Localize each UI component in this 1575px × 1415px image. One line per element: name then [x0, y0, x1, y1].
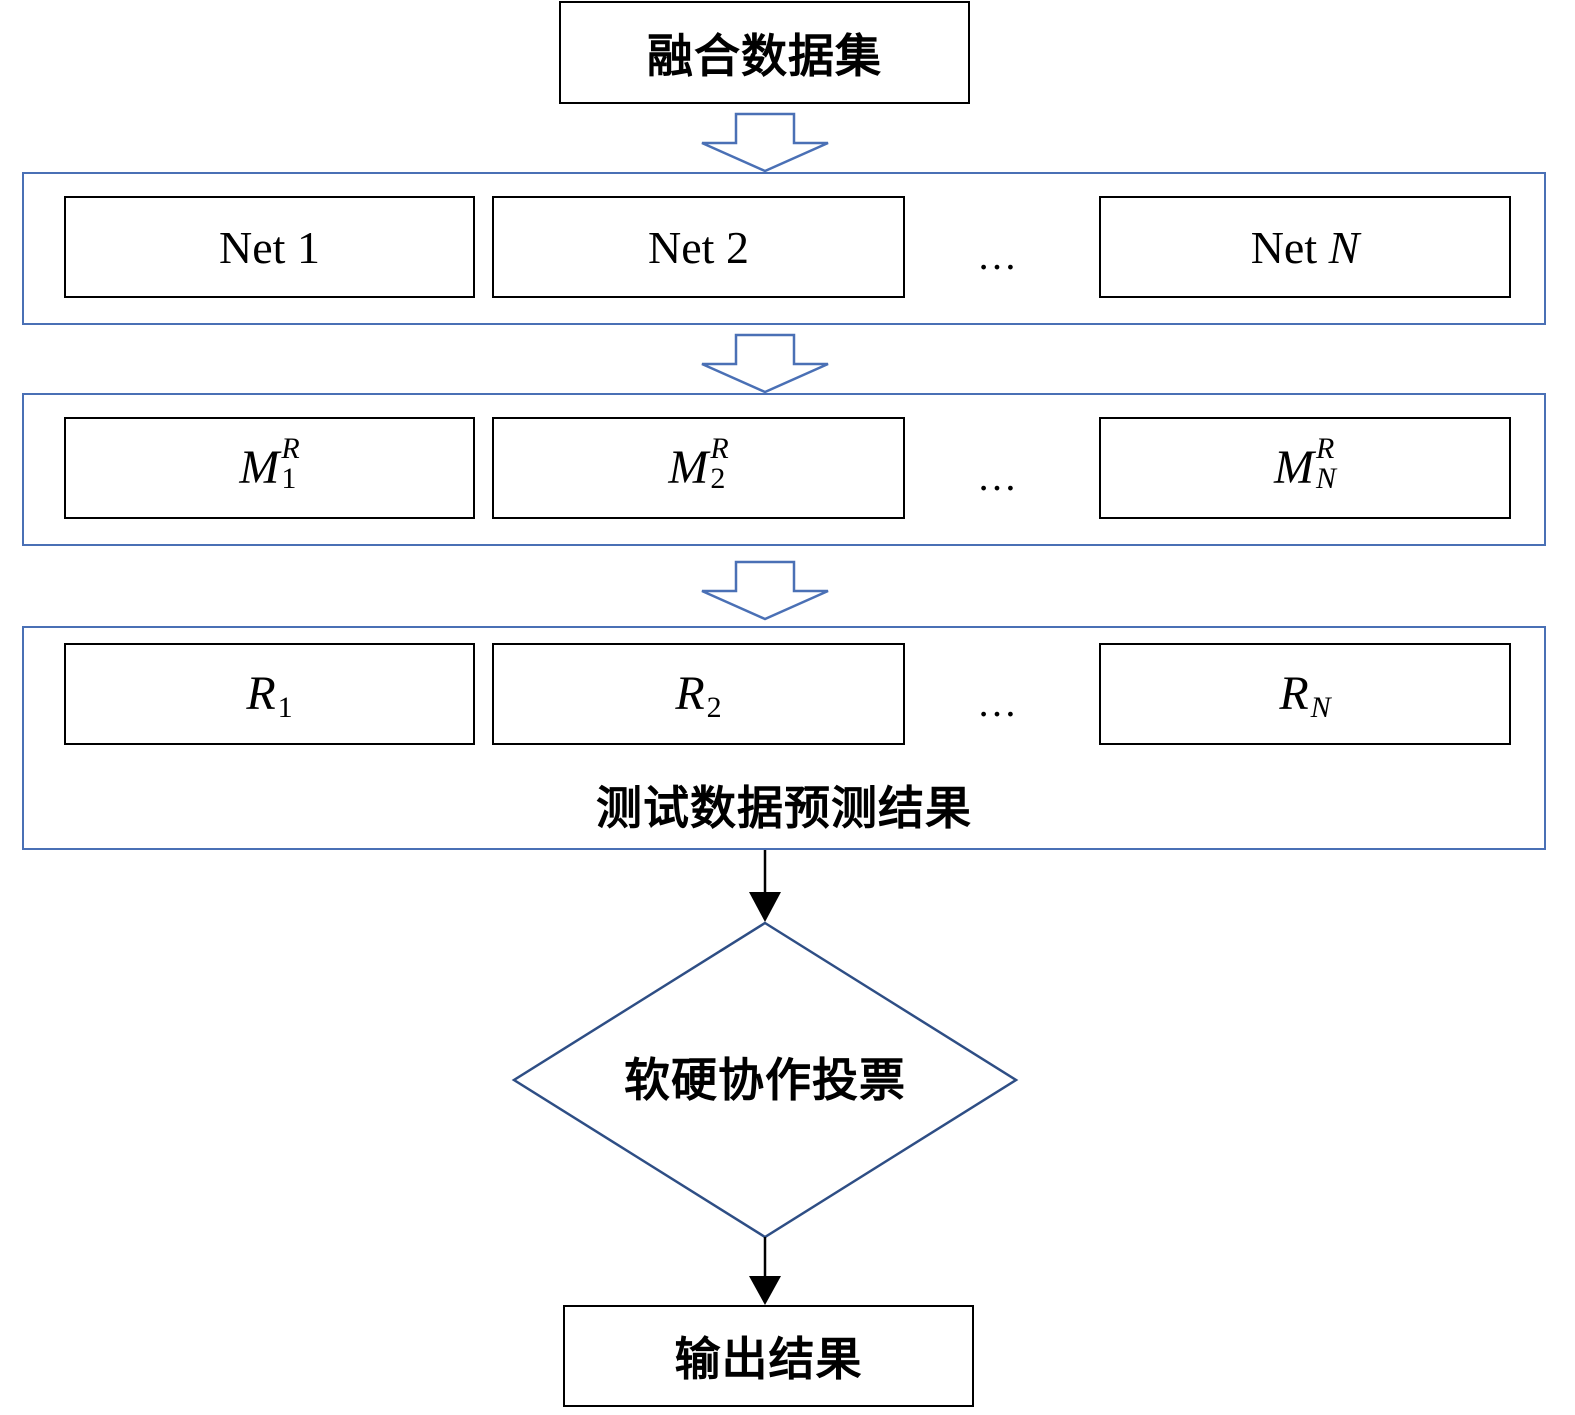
result-n-base: R — [1279, 667, 1309, 720]
net-1-name: Net — [219, 221, 297, 273]
model-n-sup: R — [1315, 432, 1335, 465]
result-ellipsis: … — [977, 680, 1017, 725]
model-1-sup: R — [281, 432, 300, 465]
model-2-sub: 2 — [710, 462, 726, 495]
arrowhead-to-voting — [749, 892, 781, 922]
net-2-name: Net — [648, 221, 726, 273]
output-label: 输出结果 — [674, 1332, 863, 1386]
model-ellipsis: … — [977, 454, 1017, 499]
net-box-2: Net 2 — [492, 196, 905, 298]
block-arrow-1 — [701, 112, 829, 173]
net-1-index: 1 — [296, 221, 320, 273]
result-1-sub: 1 — [277, 691, 293, 724]
dataset-box: 融合数据集 — [559, 1, 970, 104]
model-1-sub: 1 — [281, 462, 297, 495]
net-box-n: Net N — [1099, 196, 1511, 298]
prediction-group-label: 测试数据预测结果 — [596, 781, 972, 835]
result-n-sub: N — [1310, 691, 1331, 724]
output-box: 输出结果 — [563, 1305, 974, 1407]
model-2-sup: R — [710, 432, 729, 465]
result-2-base: R — [675, 667, 705, 720]
block-arrow-3 — [701, 560, 829, 621]
net-2-index: 2 — [725, 221, 749, 273]
result-2-sub: 2 — [706, 691, 722, 724]
model-n-base: M — [1274, 441, 1314, 494]
net-n-name: Net — [1250, 221, 1329, 273]
model-n-sub: N — [1315, 462, 1336, 495]
block-arrow-2 — [701, 333, 829, 394]
net-n-index: N — [1328, 221, 1360, 273]
voting-label: 软硬协作投票 — [624, 1053, 906, 1107]
dataset-label: 融合数据集 — [647, 28, 882, 83]
arrowhead-to-output — [749, 1276, 781, 1305]
result-1-base: R — [246, 667, 276, 720]
model-1-base: M — [239, 441, 280, 494]
net-box-1: Net 1 — [64, 196, 475, 298]
net-ellipsis: … — [977, 233, 1017, 278]
model-2-base: M — [668, 441, 709, 494]
